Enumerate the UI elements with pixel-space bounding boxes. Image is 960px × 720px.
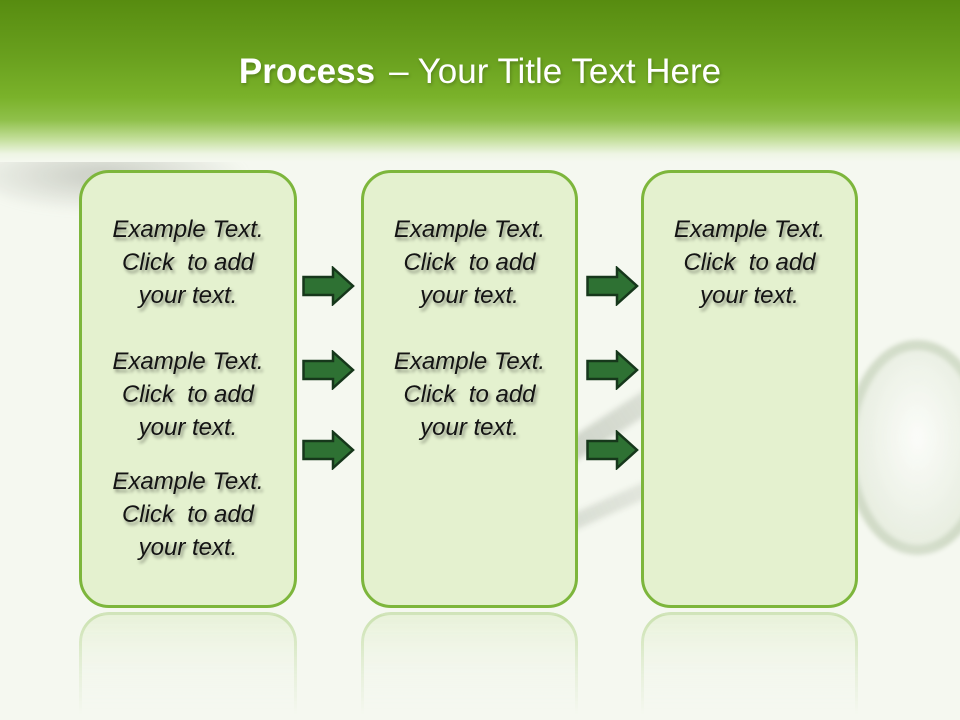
process-box-3[interactable]: Example Text. Click to add your text.	[641, 170, 858, 608]
arrow-right-icon[interactable]	[302, 350, 355, 390]
process-box-2[interactable]: Example Text. Click to add your text. Ex…	[361, 170, 578, 608]
process-box-1[interactable]: Example Text. Click to add your text. Ex…	[79, 170, 297, 608]
arrow-right-icon[interactable]	[586, 350, 639, 390]
arrow-right-icon[interactable]	[302, 430, 355, 470]
text-placeholder[interactable]: Example Text. Click to add your text.	[393, 216, 546, 309]
text-placeholder[interactable]: Example Text. Click to add your text.	[112, 468, 264, 561]
text-placeholder[interactable]: Example Text. Click to add your text.	[112, 216, 264, 309]
box-reflection	[361, 612, 578, 720]
text-placeholder[interactable]: Example Text. Click to add your text.	[393, 348, 546, 441]
text-placeholder[interactable]: Example Text. Click to add your text.	[673, 216, 826, 309]
text-placeholder[interactable]: Example Text. Click to add your text.	[112, 348, 264, 441]
arrow-right-icon[interactable]	[586, 430, 639, 470]
slide-header-band: Process – Your Title Text Here	[0, 0, 960, 162]
box-reflection	[641, 612, 858, 720]
slide-title[interactable]: Process – Your Title Text Here	[0, 52, 960, 92]
title-subtitle: – Your Title Text Here	[389, 52, 722, 91]
arrow-right-icon[interactable]	[586, 266, 639, 306]
box-reflection	[79, 612, 297, 720]
title-keyword: Process	[238, 52, 376, 91]
background-watermark	[845, 340, 960, 555]
arrow-right-icon[interactable]	[302, 266, 355, 306]
